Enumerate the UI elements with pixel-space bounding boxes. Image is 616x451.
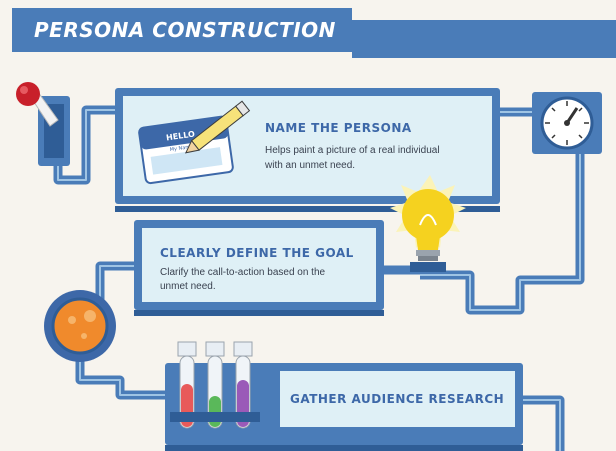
step-1-desc-line-1: Helps paint a picture of a real individu…: [265, 145, 440, 156]
lever-switch-icon: [16, 82, 70, 166]
step-3-text: GATHER AUDIENCE RESEARCH: [290, 392, 504, 406]
step-card-define-goal: [134, 220, 384, 316]
light-bulb-icon: [390, 175, 466, 272]
pencil-icon: [184, 100, 251, 154]
step-2-desc: Clarify the call-to-action based on the …: [160, 266, 354, 294]
name-tag-hello: HELLO: [166, 130, 196, 143]
step-card-gather-research: [165, 363, 523, 451]
pressure-gauge-icon: [532, 92, 602, 154]
step-3-title: GATHER AUDIENCE RESEARCH: [290, 392, 505, 406]
step-2-desc-line-1: Clarify the call-to-action based on the: [160, 267, 326, 278]
step-2-title: CLEARLY DEFINE THE GOAL: [160, 246, 354, 260]
test-tubes-icon: [170, 341, 260, 429]
page-title: PERSONA CONSTRUCTION: [34, 18, 336, 42]
step-1-desc: Helps paint a picture of a real individu…: [265, 143, 440, 173]
orange-orb-icon: [44, 290, 116, 362]
step-1-desc-line-2: with an unmet need.: [265, 160, 356, 171]
step-2-desc-line-2: unmet need.: [160, 281, 216, 292]
step-1-text: NAME THE PERSONA Helps paint a picture o…: [265, 121, 440, 173]
step-2-text: CLEARLY DEFINE THE GOAL Clarify the call…: [160, 246, 354, 294]
title-banner-extension: [352, 20, 616, 58]
step-1-title: NAME THE PERSONA: [265, 121, 412, 135]
title-banner: [12, 8, 352, 52]
name-tag-sub: My Name is: [169, 143, 199, 153]
